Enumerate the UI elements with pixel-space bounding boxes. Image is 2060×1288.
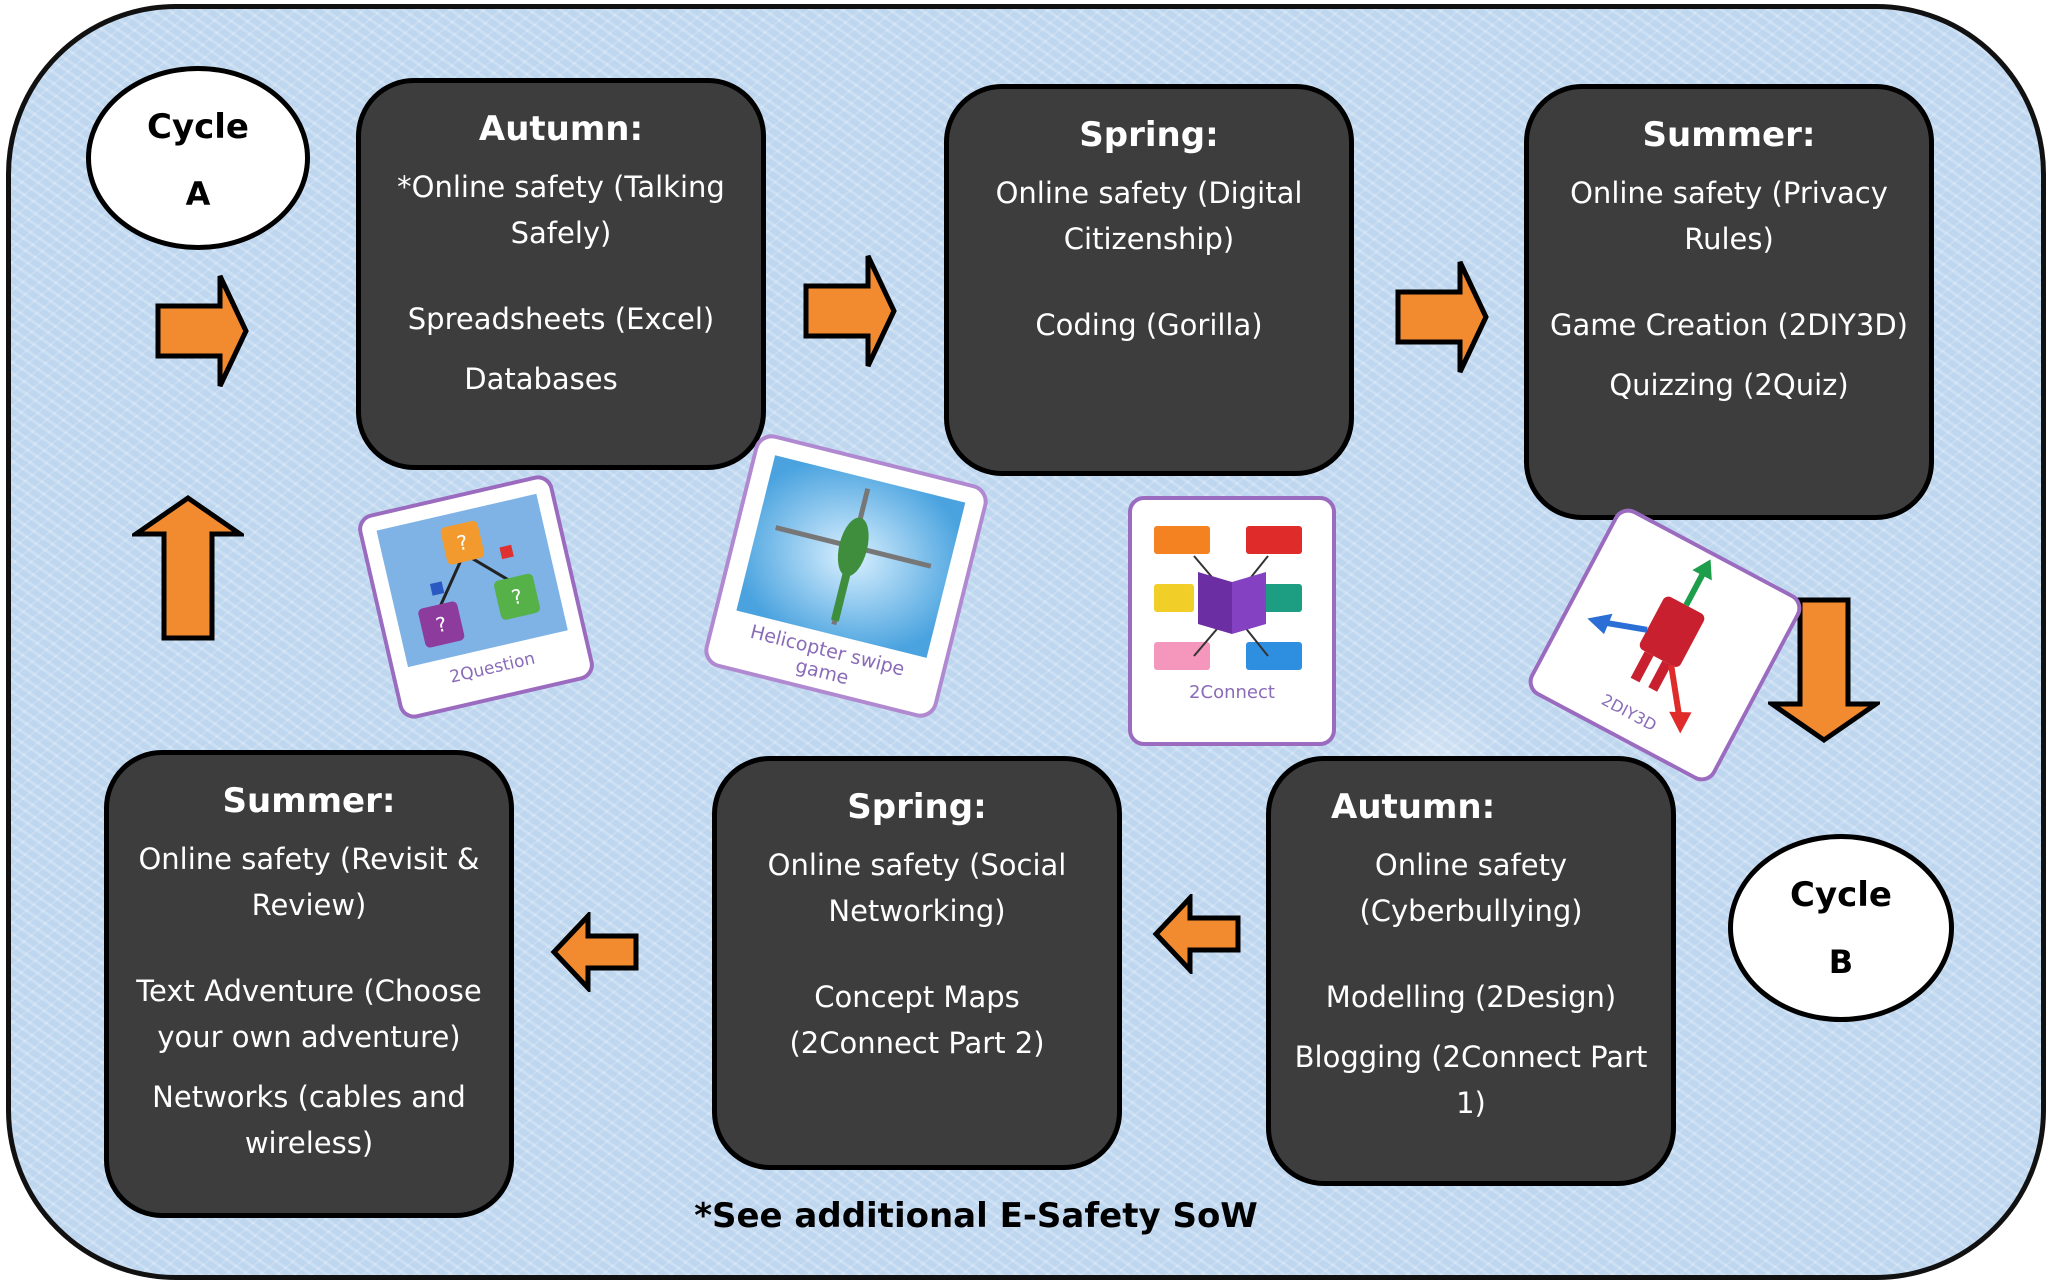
cycle-a-summer-box: Summer: Online safety (Privacy Rules) Ga…: [1524, 84, 1934, 520]
box-title: Summer:: [222, 781, 396, 821]
box-item: Quizzing (2Quiz): [1609, 367, 1849, 402]
svg-text:?: ?: [509, 584, 525, 610]
card-2diy3d: 2DIY3D: [1523, 503, 1807, 787]
arrow-down-icon: [1768, 597, 1880, 744]
box-item: Online safety (Privacy Rules): [1570, 175, 1888, 256]
box-item: Online safety (Social Networking): [767, 847, 1067, 928]
box-item: Coding (Gorilla): [1035, 307, 1263, 342]
cycle-b-spring-box: Spring: Online safety (Social Networking…: [712, 756, 1122, 1170]
cycle-a-spring-box: Spring: Online safety (Digital Citizensh…: [944, 84, 1354, 476]
box-item: Blogging (2Connect Part 1): [1294, 1039, 1648, 1120]
box-item: Concept Maps (2Connect Part 2): [789, 979, 1045, 1060]
box-item: Online safety (Cyberbullying): [1359, 847, 1583, 928]
concept-map-icon: [1128, 496, 1336, 746]
box-item: Databases: [464, 361, 618, 396]
arrow-left-icon: [1152, 894, 1241, 974]
cycle-a-circle: Cycle A: [86, 66, 310, 250]
box-item: Modelling (2Design): [1325, 979, 1617, 1014]
footnote-text: *See additional E-Safety SoW: [694, 1196, 1258, 1236]
svg-text:?: ?: [455, 530, 471, 556]
cycle-a-letter: A: [185, 175, 211, 213]
cycle-a-label: Cycle: [147, 107, 249, 147]
arrow-right-icon: [1395, 260, 1489, 374]
cycle-b-circle: Cycle B: [1728, 834, 1954, 1022]
box-title: Autumn:: [478, 109, 644, 149]
box-item: Networks (cables and wireless): [152, 1079, 466, 1160]
cycle-b-label: Cycle: [1790, 875, 1892, 915]
box-item: Game Creation (2DIY3D): [1550, 307, 1908, 342]
box-item: Online safety (Revisit & Review): [138, 841, 480, 922]
cycle-b-letter: B: [1828, 943, 1854, 981]
cycle-b-autumn-box: Autumn: Online safety (Cyberbullying) Mo…: [1266, 756, 1676, 1186]
cycle-b-summer-box: Summer: Online safety (Revisit & Review)…: [104, 750, 514, 1218]
svg-text:?: ?: [433, 612, 449, 638]
question-tree-icon: ? ? ?: [358, 475, 594, 719]
helicopter-icon: [704, 434, 988, 718]
arrow-right-icon: [155, 274, 249, 388]
arrow-up-icon: [132, 494, 244, 641]
card-label: 2Connect: [1189, 682, 1275, 703]
box-title: Spring:: [847, 787, 987, 827]
box-title: Spring:: [1079, 115, 1219, 155]
footnote: *See additional E-Safety SoW: [0, 1196, 2060, 1236]
diy3d-icon: [1528, 508, 1802, 782]
box-item: Text Adventure (Choose your own adventur…: [136, 973, 482, 1054]
card-helicopter: Helicopter swipe game: [701, 431, 992, 722]
box-item: *Online safety (Talking Safely): [397, 169, 725, 250]
card-2connect: 2Connect: [1128, 496, 1336, 746]
arrow-left-icon: [550, 912, 639, 992]
box-item: Spreadsheets (Excel): [407, 301, 715, 336]
card-2question: ? ? ? 2Question: [355, 472, 597, 722]
box-title: Summer:: [1642, 115, 1816, 155]
box-title: Autumn:: [1331, 787, 1496, 827]
box-item: Online safety (Digital Citizenship): [995, 175, 1303, 256]
cycle-a-autumn-box: Autumn: *Online safety (Talking Safely) …: [356, 78, 766, 470]
arrow-right-icon: [803, 254, 897, 368]
